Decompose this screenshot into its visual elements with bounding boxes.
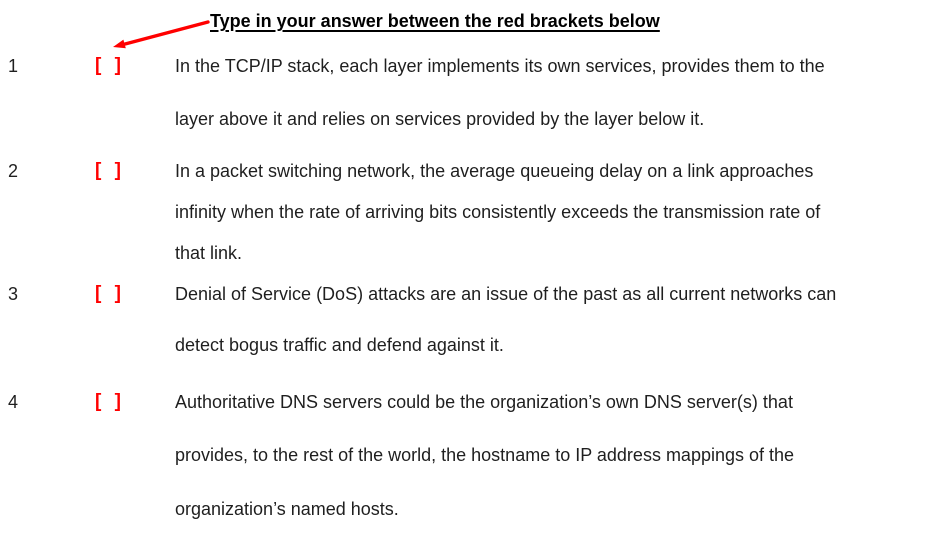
question-1-line-1: In the TCP/IP stack, each layer implemen…	[175, 56, 825, 76]
instruction-heading: Type in your answer between the red brac…	[210, 11, 660, 31]
question-1-line-2: layer above it and relies on services pr…	[175, 109, 705, 129]
question-number: 3	[8, 284, 19, 304]
question-2-line-2: infinity when the rate of arriving bits …	[175, 202, 821, 222]
question-4-line-3: organization’s named hosts.	[175, 499, 399, 519]
question-number: 1	[8, 56, 19, 76]
question-2-line-3: that link.	[175, 243, 243, 263]
answer-bracket-4[interactable]: [ ]	[95, 391, 121, 412]
question-number: 2	[8, 161, 19, 181]
answer-bracket-1[interactable]: [ ]	[95, 55, 121, 76]
question-4-line-2: provides, to the rest of the world, the …	[175, 445, 795, 465]
question-3-line-2: detect bogus traffic and defend against …	[175, 335, 504, 355]
red-arrow-icon	[113, 20, 210, 49]
answer-bracket-3[interactable]: [ ]	[95, 283, 121, 304]
answer-bracket-2[interactable]: [ ]	[95, 160, 121, 181]
question-2-line-1: In a packet switching network, the avera…	[175, 161, 814, 181]
question-4-line-1: Authoritative DNS servers could be the o…	[175, 392, 793, 412]
question-3-line-1: Denial of Service (DoS) attacks are an i…	[175, 284, 837, 304]
question-number: 4	[8, 392, 19, 412]
